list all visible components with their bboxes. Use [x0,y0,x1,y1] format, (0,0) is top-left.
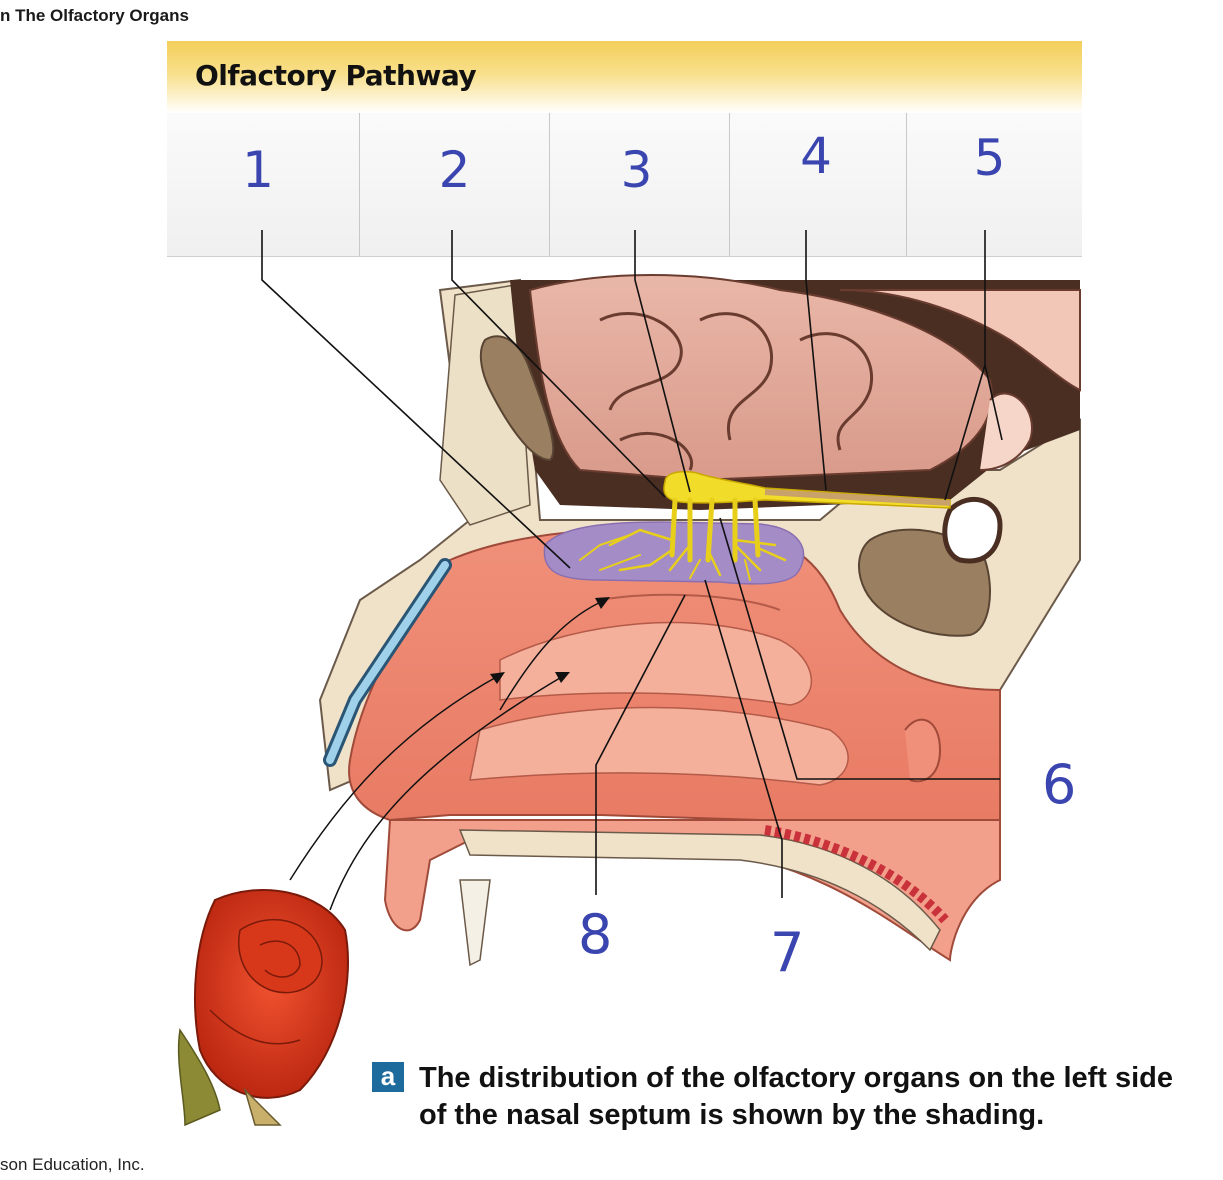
palate-and-lip [383,819,1001,967]
label-cell-2[interactable]: 2 [360,113,550,256]
label-cell-1[interactable]: 1 [167,113,360,256]
label-cell-3[interactable]: 3 [550,113,730,256]
panel-header: Olfactory Pathway [167,41,1082,113]
handwritten-label-3: 3 [620,141,653,199]
caption-badge: a [372,1062,404,1092]
handwritten-label-7: 7 [770,921,805,984]
olfactory-nerve-fibers [579,497,787,581]
nasal-cartilage-inner [326,561,449,764]
handwritten-label-2: 2 [438,141,471,199]
label-cells: 1 2 3 4 5 [167,113,1082,256]
handwritten-label-1: 1 [242,141,274,199]
handwritten-label-4: 4 [800,127,832,185]
airflow-arrows [289,599,606,911]
label-panel: Olfactory Pathway 1 2 3 4 5 [167,41,1082,257]
rose-image [177,889,349,1127]
label-cell-5[interactable]: 5 [907,113,1082,256]
nasal-cavity [348,527,1001,832]
figure-title: n The Olfactory Organs [0,6,189,25]
handwritten-label-8: 8 [578,903,613,966]
sinuses [479,335,1003,637]
copyright-footer: son Education, Inc. [0,1155,145,1174]
brain [510,274,1081,510]
handwritten-label-5: 5 [973,129,1006,187]
leader-lines [261,230,1003,898]
label-cell-4[interactable]: 4 [730,113,907,256]
handwritten-label-6: 6 [1042,753,1077,816]
caption-text: The distribution of the olfactory organs… [419,1062,1174,1131]
panel-title: Olfactory Pathway [195,59,477,92]
arrowheads [490,597,610,684]
